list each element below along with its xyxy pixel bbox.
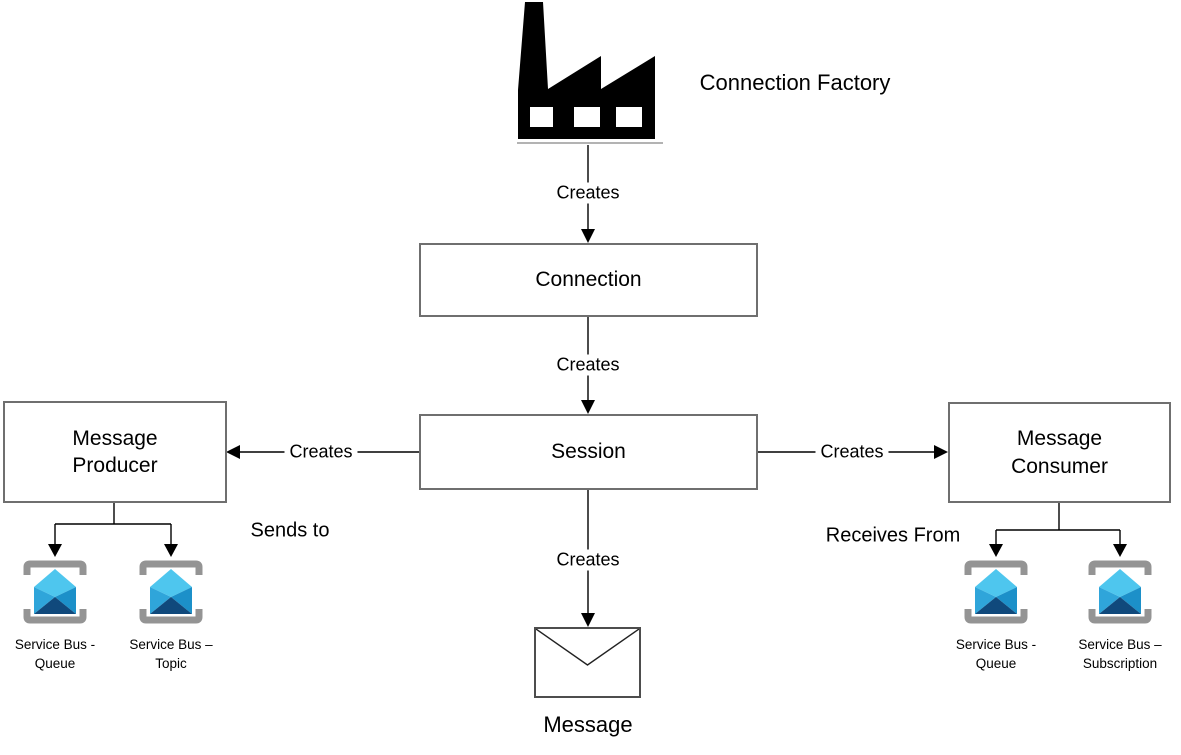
session-box: Session bbox=[419, 414, 758, 490]
edge-label-creates-connection: Creates bbox=[551, 182, 625, 204]
message-producer-box: Message Producer bbox=[3, 401, 227, 503]
service-bus-envelope-icon bbox=[1085, 557, 1155, 632]
service-bus-caption: Service Bus – Subscription bbox=[1078, 637, 1162, 671]
factory-icon bbox=[517, 2, 663, 145]
arrowhead-left-icon bbox=[226, 445, 240, 459]
edge-label-creates-session: Creates bbox=[551, 354, 625, 376]
service-bus-caption: Service Bus - Queue bbox=[955, 637, 1037, 671]
connection-box: Connection bbox=[419, 243, 758, 317]
service-bus-caption: Service Bus - Queue bbox=[14, 637, 96, 671]
sends-to-label: Sends to bbox=[250, 519, 330, 542]
service-bus-caption: Service Bus – Topic bbox=[129, 637, 213, 671]
service-bus-envelope-icon bbox=[136, 557, 206, 632]
edge-label-creates-consumer: Creates bbox=[815, 441, 889, 463]
receives-from-label: Receives From bbox=[825, 524, 961, 547]
service-bus-subscription: Service Bus – Subscription bbox=[1045, 557, 1181, 673]
arrowhead-down-icon bbox=[581, 229, 595, 243]
message-consumer-box: Message Consumer bbox=[948, 402, 1171, 503]
connection-factory-label: Connection Factory bbox=[699, 70, 891, 95]
message-label: Message bbox=[543, 712, 633, 737]
edge-label-creates-producer: Creates bbox=[284, 441, 358, 463]
service-bus-queue-consumer: Service Bus - Queue bbox=[921, 557, 1071, 673]
arrowhead-down-icon bbox=[48, 544, 62, 557]
arrowhead-right-icon bbox=[934, 445, 948, 459]
arrowhead-down-icon bbox=[164, 544, 178, 557]
arrowhead-down-icon bbox=[989, 544, 1003, 557]
edge-label-creates-message: Creates bbox=[551, 549, 625, 571]
service-bus-queue-producer: Service Bus - Queue bbox=[0, 557, 130, 673]
service-bus-envelope-icon bbox=[20, 557, 90, 632]
arrowhead-down-icon bbox=[1113, 544, 1127, 557]
arrowhead-down-icon bbox=[581, 400, 595, 414]
service-bus-topic: Service Bus – Topic bbox=[96, 557, 246, 673]
arrowhead-down-icon bbox=[581, 613, 595, 627]
envelope-icon bbox=[534, 627, 641, 698]
service-bus-envelope-icon bbox=[961, 557, 1031, 632]
